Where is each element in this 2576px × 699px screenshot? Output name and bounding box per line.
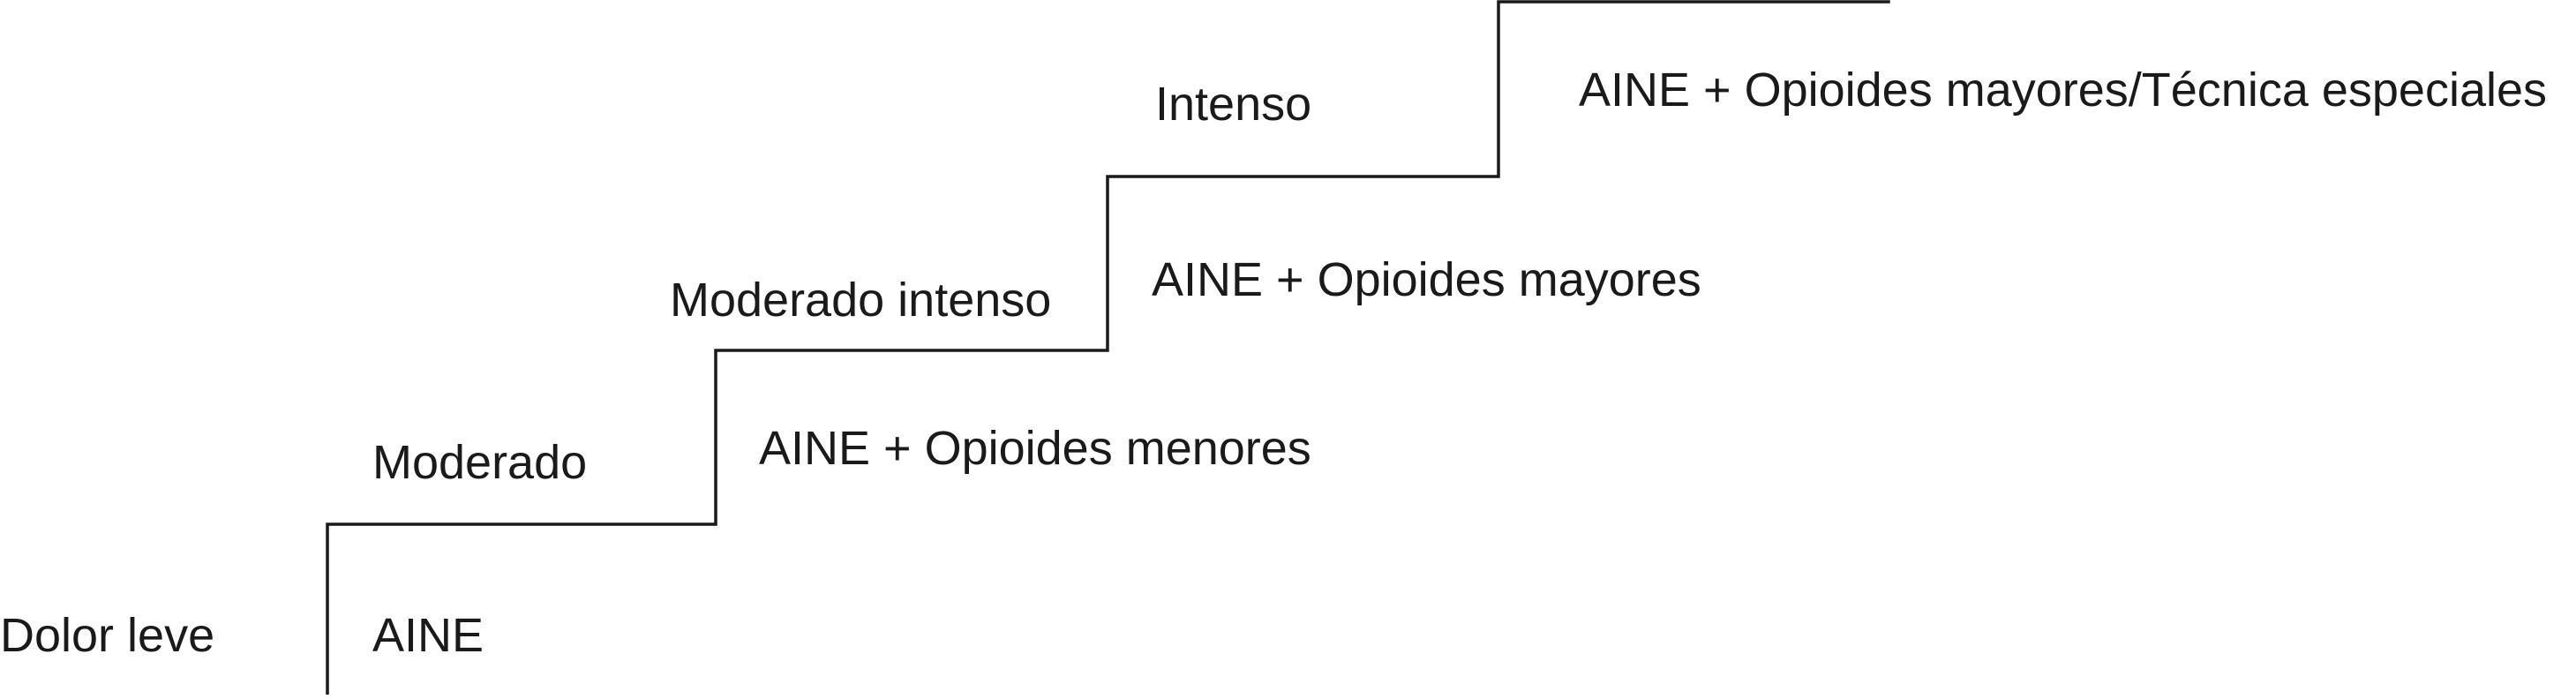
treatment-label-2: AINE + Opioides menores (759, 422, 1311, 475)
pain-level-label-4: Intenso (1155, 78, 1312, 131)
treatment-label-4: AINE + Opioides mayores/Técnica especial… (1579, 64, 2548, 116)
pain-level-label-1: Dolor leve (0, 609, 215, 662)
pain-level-label-2: Moderado (372, 436, 588, 489)
pain-level-label-3: Moderado intenso (670, 274, 1052, 327)
staircase-path (326, 0, 1890, 696)
treatment-label-3: AINE + Opioides mayores (1152, 253, 1701, 306)
treatment-label-1: AINE (372, 609, 484, 662)
